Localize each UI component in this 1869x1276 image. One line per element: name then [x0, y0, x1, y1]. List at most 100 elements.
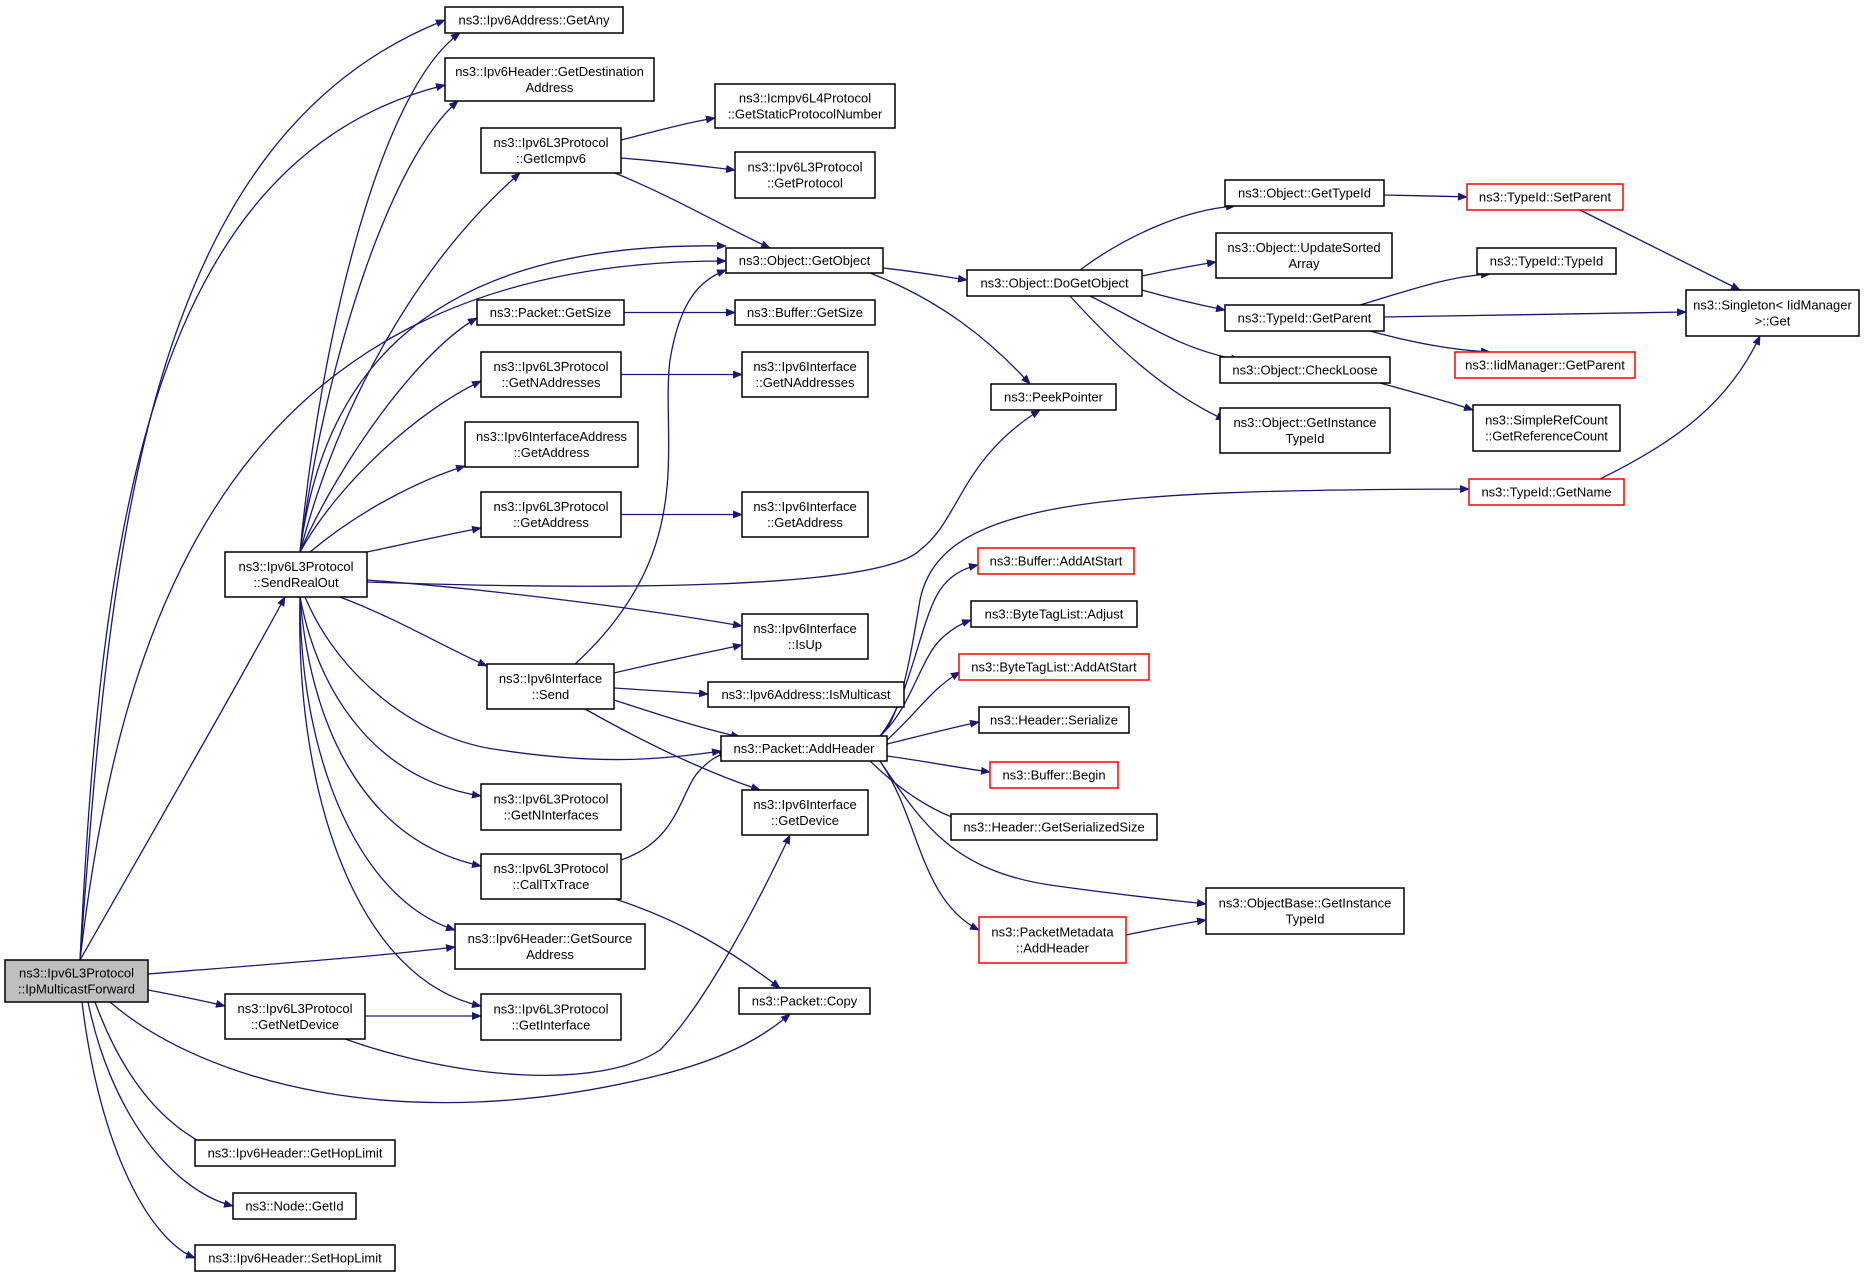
node-label-line: ns3::Ipv6L3Protocol	[238, 1001, 353, 1016]
node-ipv6interface-getnaddresses[interactable]: ns3::Ipv6Interface::GetNAddresses	[741, 351, 869, 398]
node-typeid-getparent[interactable]: ns3::TypeId::GetParent	[1224, 304, 1385, 332]
function-nodes: ns3::Ipv6L3Protocol::IpMulticastForwardn…	[4, 6, 1860, 1272]
node-label-line: ns3::Packet::GetSize	[490, 305, 611, 320]
node-packet-copy[interactable]: ns3::Packet::Copy	[738, 987, 871, 1015]
node-box	[707, 681, 905, 708]
node-buffer-addatstart[interactable]: ns3::Buffer::AddAtStart	[977, 547, 1135, 575]
node-singleton-get[interactable]: ns3::Singleton< IidManager>::Get	[1685, 289, 1860, 337]
node-peekpointer[interactable]: ns3::PeekPointer	[990, 383, 1117, 411]
node-typeid-getname[interactable]: ns3::TypeId::GetName	[1468, 478, 1625, 506]
node-ipv6l3protocol-getinterface[interactable]: ns3::Ipv6L3Protocol::GetInterface	[480, 993, 622, 1041]
edge-object-dogetobject-to-object-checkloose	[1089, 295, 1241, 363]
node-node-getid[interactable]: ns3::Node::GetId	[232, 1192, 357, 1220]
edge-typeid-getparent-to-iidmanager-getparent	[1369, 330, 1491, 356]
node-label-line: ::GetAddress	[767, 515, 843, 530]
node-label-line: ns3::Ipv6Address::IsMulticast	[721, 687, 890, 702]
node-ipv6interface-send[interactable]: ns3::Ipv6Interface::Send	[486, 663, 615, 710]
node-label-line: ns3::Object::GetTypeId	[1238, 186, 1371, 201]
node-box	[454, 923, 646, 970]
node-label-line: ns3::IidManager::GetParent	[1465, 358, 1625, 373]
node-packetmetadata-addheader[interactable]: ns3::PacketMetadata::AddHeader	[978, 916, 1127, 964]
node-ipv6interface-getaddress[interactable]: ns3::Ipv6Interface::GetAddress	[741, 491, 869, 538]
node-box	[741, 789, 869, 836]
node-packet-addheader[interactable]: ns3::Packet::AddHeader	[720, 735, 888, 762]
edge-ipv6interface-send-to-ipv6interface-getdevice	[584, 708, 761, 791]
node-box	[738, 987, 871, 1015]
node-simplerefcount-getreferencecount[interactable]: ns3::SimpleRefCount::GetReferenceCount	[1472, 404, 1621, 452]
edge-packet-addheader-to-buffer-begin	[886, 755, 991, 775]
node-label-line: ns3::Node::GetId	[245, 1199, 343, 1214]
node-ipv6interface-isup[interactable]: ns3::Ipv6Interface::IsUp	[741, 613, 869, 660]
edge-object-dogetobject-to-object-gettypeid	[1079, 202, 1236, 271]
node-object-getobject[interactable]: ns3::Object::GetObject	[725, 247, 884, 274]
node-header-serialize[interactable]: ns3::Header::Serialize	[978, 706, 1130, 734]
node-ipv6address-ismulticast[interactable]: ns3::Ipv6Address::IsMulticast	[707, 681, 905, 708]
node-packet-getsize[interactable]: ns3::Packet::GetSize	[476, 299, 625, 326]
node-box	[966, 269, 1143, 297]
node-label-line: ns3::Ipv6InterfaceAddress	[476, 429, 628, 444]
node-iidmanager-getparent[interactable]: ns3::IidManager::GetParent	[1454, 351, 1636, 379]
node-object-dogetobject[interactable]: ns3::Object::DoGetObject	[966, 269, 1143, 297]
node-header-getserializedsize[interactable]: ns3::Header::GetSerializedSize	[950, 813, 1158, 841]
node-label-line: ::GetDevice	[771, 813, 839, 828]
node-ipv6l3protocol-calltxtrace[interactable]: ns3::Ipv6L3Protocol::CallTxTrace	[480, 853, 622, 900]
node-bytetaglist-adjust[interactable]: ns3::ByteTagList::Adjust	[970, 600, 1138, 628]
edge-ipv6l3protocol-sendrealout-to-ipv6interfaceaddress-getaddress	[309, 464, 466, 553]
node-ipv6l3protocol-sendrealout[interactable]: ns3::Ipv6L3Protocol::SendRealOut	[224, 551, 368, 598]
node-label-line: ns3::Ipv6L3Protocol	[239, 559, 354, 574]
edge-ipmulticastforward-to-ipv6header-getdestinationaddress	[79, 83, 446, 961]
edge-ipv6l3protocol-geticmpv6-to-ipv6l3protocol-getprotocol	[620, 157, 736, 173]
edge-ipv6l3protocol-sendrealout-to-object-getobject	[299, 241, 727, 553]
node-buffer-begin[interactable]: ns3::Buffer::Begin	[989, 761, 1119, 789]
node-label-line: ns3::Object::UpdateSorted	[1227, 240, 1380, 255]
node-box	[224, 993, 366, 1040]
node-label-line: ns3::Ipv6Interface	[753, 797, 856, 812]
node-box	[741, 491, 869, 538]
node-icmpv6l4protocol-getstaticprotocolnumber[interactable]: ns3::Icmpv6L4Protocol::GetStaticProtocol…	[714, 83, 896, 129]
edge-ipv6interface-send-to-ipv6interface-isup	[613, 642, 743, 674]
node-object-checkloose[interactable]: ns3::Object::CheckLoose	[1219, 356, 1391, 384]
edge-ipmulticastforward-to-ipv6l3protocol-sendrealout	[79, 596, 286, 961]
node-box	[958, 653, 1150, 681]
node-ipv6l3protocol-getprotocol[interactable]: ns3::Ipv6L3Protocol::GetProtocol	[734, 151, 876, 199]
node-ipmulticastforward: ns3::Ipv6L3Protocol::IpMulticastForward	[4, 959, 149, 1003]
node-label-line: >::Get	[1755, 314, 1791, 329]
node-label-line: ns3::Buffer::Begin	[1002, 768, 1105, 783]
node-ipv6l3protocol-getninterfaces[interactable]: ns3::Ipv6L3Protocol::GetNInterfaces	[480, 783, 622, 831]
node-bytetaglist-addatstart[interactable]: ns3::ByteTagList::AddAtStart	[958, 653, 1150, 681]
node-ipv6l3protocol-getnaddresses[interactable]: ns3::Ipv6L3Protocol::GetNAddresses	[480, 351, 622, 398]
edge-object-dogetobject-to-typeid-getparent	[1141, 289, 1226, 313]
node-box	[1219, 407, 1391, 454]
node-box	[480, 351, 622, 398]
node-ipv6header-gethoplimit[interactable]: ns3::Ipv6Header::GetHopLimit	[194, 1139, 396, 1167]
edge-packet-addheader-to-header-serialize	[886, 719, 980, 745]
node-typeid-typeid[interactable]: ns3::TypeId::TypeId	[1476, 247, 1617, 275]
edge-ipmulticastforward-to-ipv6header-gethoplimit	[94, 1001, 226, 1154]
node-box	[1454, 351, 1636, 379]
node-ipv6l3protocol-getaddress[interactable]: ns3::Ipv6L3Protocol::GetAddress	[480, 491, 622, 538]
node-box	[734, 299, 876, 326]
edge-typeid-setparent-to-singleton-get	[1579, 209, 1741, 291]
node-box	[990, 383, 1117, 411]
node-buffer-getsize[interactable]: ns3::Buffer::GetSize	[734, 299, 876, 326]
node-typeid-setparent[interactable]: ns3::TypeId::SetParent	[1466, 183, 1624, 211]
node-ipv6interfaceaddress-getaddress[interactable]: ns3::Ipv6InterfaceAddress::GetAddress	[464, 421, 639, 468]
node-box	[741, 613, 869, 660]
node-label-line: ns3::Packet::Copy	[752, 994, 858, 1009]
node-label-line: ns3::Ipv6Interface	[753, 499, 856, 514]
node-ipv6l3protocol-getnetdevice[interactable]: ns3::Ipv6L3Protocol::GetNetDevice	[224, 993, 366, 1040]
edge-packetmetadata-addheader-to-objectbase-getinstancetypeid	[1125, 917, 1207, 936]
node-box	[1219, 356, 1391, 384]
node-ipv6header-sethoplimit[interactable]: ns3::Ipv6Header::SetHopLimit	[194, 1244, 396, 1272]
node-ipv6address-getany[interactable]: ns3::Ipv6Address::GetAny	[444, 6, 624, 34]
edge-ipv6l3protocol-geticmpv6-to-icmpv6l4protocol-getstaticprotocolnumber	[620, 115, 716, 141]
node-ipv6interface-getdevice[interactable]: ns3::Ipv6Interface::GetDevice	[741, 789, 869, 836]
node-object-gettypeid[interactable]: ns3::Object::GetTypeId	[1224, 179, 1385, 207]
node-box	[1224, 304, 1385, 332]
node-ipv6l3protocol-geticmpv6[interactable]: ns3::Ipv6L3Protocol::GetIcmpv6	[480, 127, 622, 174]
